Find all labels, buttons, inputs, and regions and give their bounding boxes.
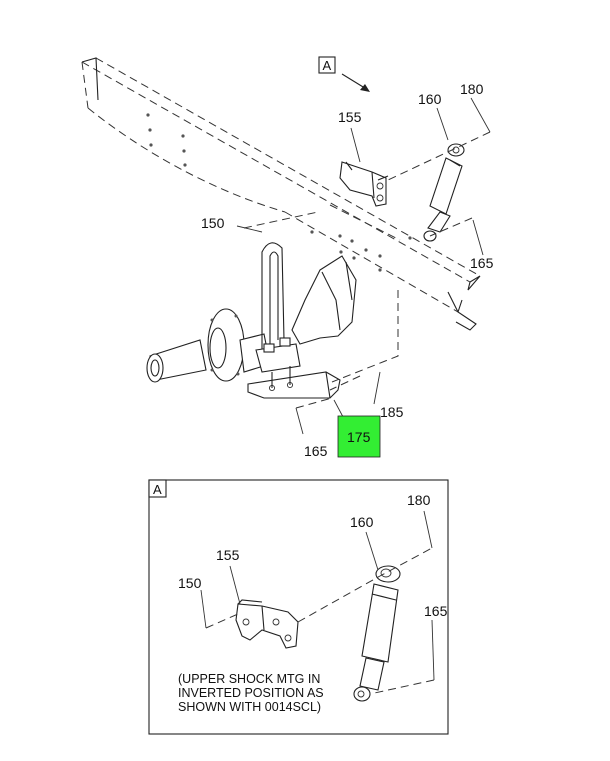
leader-180-main	[387, 131, 491, 181]
note-line-3: SHOWN WITH 0014SCL)	[178, 700, 321, 714]
callout-165-detail: 165	[424, 603, 448, 619]
callout-150-detail: 150	[178, 575, 202, 591]
callout-180-main: 180	[460, 81, 484, 97]
callout-160-main: 160	[418, 91, 442, 107]
callout-155-main: 155	[338, 109, 362, 125]
view-a-label-main: A	[323, 58, 332, 73]
callout-165-main-upper: 165	[470, 255, 494, 271]
callout-175-main[interactable]: 175	[347, 429, 371, 445]
upper-shock-bracket-155	[339, 161, 389, 207]
upper-shock-bracket-detail	[235, 599, 299, 649]
shock-absorber-main	[423, 143, 465, 242]
front-axle-spindle	[146, 255, 357, 383]
view-a-box-main	[318, 56, 336, 74]
u-bolt	[255, 242, 301, 373]
note-line-2: INVERTED POSITION AS	[178, 686, 324, 700]
callout-185-main: 185	[380, 404, 404, 420]
callout-160-detail: 160	[350, 514, 374, 530]
shock-absorber-detail	[353, 565, 401, 702]
note-line-1: (UPPER SHOCK MTG IN	[178, 672, 320, 686]
view-a-label-detail: A	[153, 482, 162, 497]
lower-shock-bracket-175	[247, 366, 341, 399]
callout-150-main: 150	[201, 215, 225, 231]
callout-180-detail: 180	[407, 492, 431, 508]
callout-165-main-lower: 165	[304, 443, 328, 459]
frame-rail	[81, 57, 481, 331]
callout-155-detail: 155	[216, 547, 240, 563]
detail-view-a-frame	[148, 479, 449, 735]
callout-175-highlight[interactable]	[337, 415, 381, 458]
